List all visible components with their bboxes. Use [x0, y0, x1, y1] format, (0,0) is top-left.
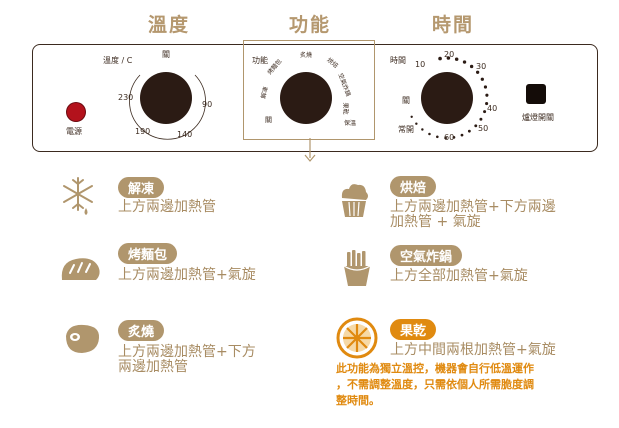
timer-dot — [421, 128, 424, 131]
timer-dot — [428, 132, 431, 136]
time-mark-20: 20 — [444, 50, 455, 59]
airfry-desc: 上方全部加熱管+氣旋 — [390, 268, 528, 284]
dry-note-line2: ，不需調整溫度，只需依個人所需脆度調 — [336, 378, 534, 391]
power-label: 電源 — [66, 127, 82, 136]
thaw-badge: 解凍 — [118, 177, 165, 198]
time-dial-dots — [410, 56, 489, 140]
temp-mark-off: 關 — [162, 50, 170, 59]
time-mark-50: 50 — [478, 124, 489, 133]
dry-badge: 果乾 — [390, 319, 437, 340]
time-mark-40: 40 — [487, 104, 498, 113]
timer-dot — [452, 136, 456, 139]
time-mark-off: 關 — [402, 96, 410, 105]
temp-dial-arc — [129, 74, 206, 140]
time-mark-always-on: 常開 — [398, 125, 414, 134]
broil-desc-line1: 上方兩邊加熱管+下方 — [118, 344, 256, 360]
orange-slice-icon — [336, 317, 378, 359]
dry-desc: 上方中間兩根加熱管+氣旋 — [390, 342, 556, 358]
timer-dot — [454, 57, 459, 61]
time-mark-30: 30 — [476, 62, 487, 71]
timer-knob[interactable] — [421, 72, 473, 124]
timer-dot — [415, 122, 418, 125]
func-mark-broil: 炙燒 — [300, 52, 313, 59]
func-mark-off: 關 — [265, 116, 272, 124]
timer-dot — [410, 115, 413, 118]
temp-mark-230: 230 — [118, 93, 134, 102]
bake-desc-line1: 上方兩邊加熱管+下方兩邊 — [390, 199, 556, 215]
bread-icon — [61, 258, 100, 280]
temperature-knob[interactable] — [140, 72, 192, 124]
thaw-desc: 上方兩邊加熱管 — [118, 199, 216, 215]
timer-dot — [479, 117, 483, 121]
broil-badge: 炙燒 — [118, 320, 165, 341]
temp-mark-190: 190 — [135, 127, 151, 136]
fries-icon — [343, 250, 371, 286]
timer-dot — [485, 102, 489, 106]
power-indicator[interactable] — [67, 103, 85, 121]
timer-dot — [460, 133, 464, 137]
header-temperature: 溫度 — [148, 14, 191, 36]
timer-dot — [467, 129, 471, 133]
timer-dot — [462, 60, 467, 64]
dry-note-line3: 整時間。 — [336, 394, 380, 407]
bake-desc-line2: 加熱管 + 氣旋 — [390, 214, 481, 230]
timer-dot — [469, 64, 474, 69]
timer-dot — [483, 110, 487, 114]
cupcake-icon — [341, 184, 368, 217]
time-mark-60: 60 — [444, 133, 455, 142]
toast-desc: 上方兩邊加熱管+氣旋 — [118, 267, 256, 283]
time-mark-10: 10 — [415, 60, 426, 69]
temp-mark-140: 140 — [177, 130, 193, 139]
snowflake-icon — [63, 177, 93, 215]
temp-dial-title: 溫度 / C — [103, 56, 133, 65]
function-knob[interactable] — [280, 72, 332, 124]
broil-desc-line2: 兩邊加熱管 — [118, 359, 188, 375]
temp-mark-90: 90 — [202, 100, 213, 109]
down-arrow-icon — [304, 138, 316, 162]
header-time: 時間 — [432, 14, 475, 36]
bake-badge: 烘焙 — [390, 176, 437, 197]
timer-dot — [438, 56, 442, 61]
dry-note-line1: 此功能為獨立溫控，機器會自行低溫運作 — [336, 362, 534, 375]
oven-light-button[interactable] — [526, 84, 546, 104]
timer-dot — [483, 85, 488, 89]
toast-badge: 烤麵包 — [118, 243, 178, 264]
time-dial-title: 時間 — [390, 56, 406, 65]
timer-dot — [475, 70, 480, 74]
oven-light-label: 爐燈開關 — [522, 113, 554, 122]
timer-dot — [436, 135, 439, 139]
steak-icon — [66, 324, 100, 353]
function-highlight-box — [243, 40, 375, 140]
timer-dot — [446, 56, 451, 60]
header-function: 功能 — [289, 14, 332, 36]
func-mark-keepwarm: 保溫 — [344, 120, 357, 127]
func-mark-dry: 果乾 — [341, 102, 349, 115]
timer-dot — [480, 77, 484, 81]
timer-dot — [485, 93, 489, 97]
func-dial-title: 功能 — [252, 56, 268, 65]
timer-dot — [444, 136, 447, 140]
timer-dot — [474, 124, 478, 128]
airfry-badge: 空氣炸鍋 — [390, 245, 463, 266]
